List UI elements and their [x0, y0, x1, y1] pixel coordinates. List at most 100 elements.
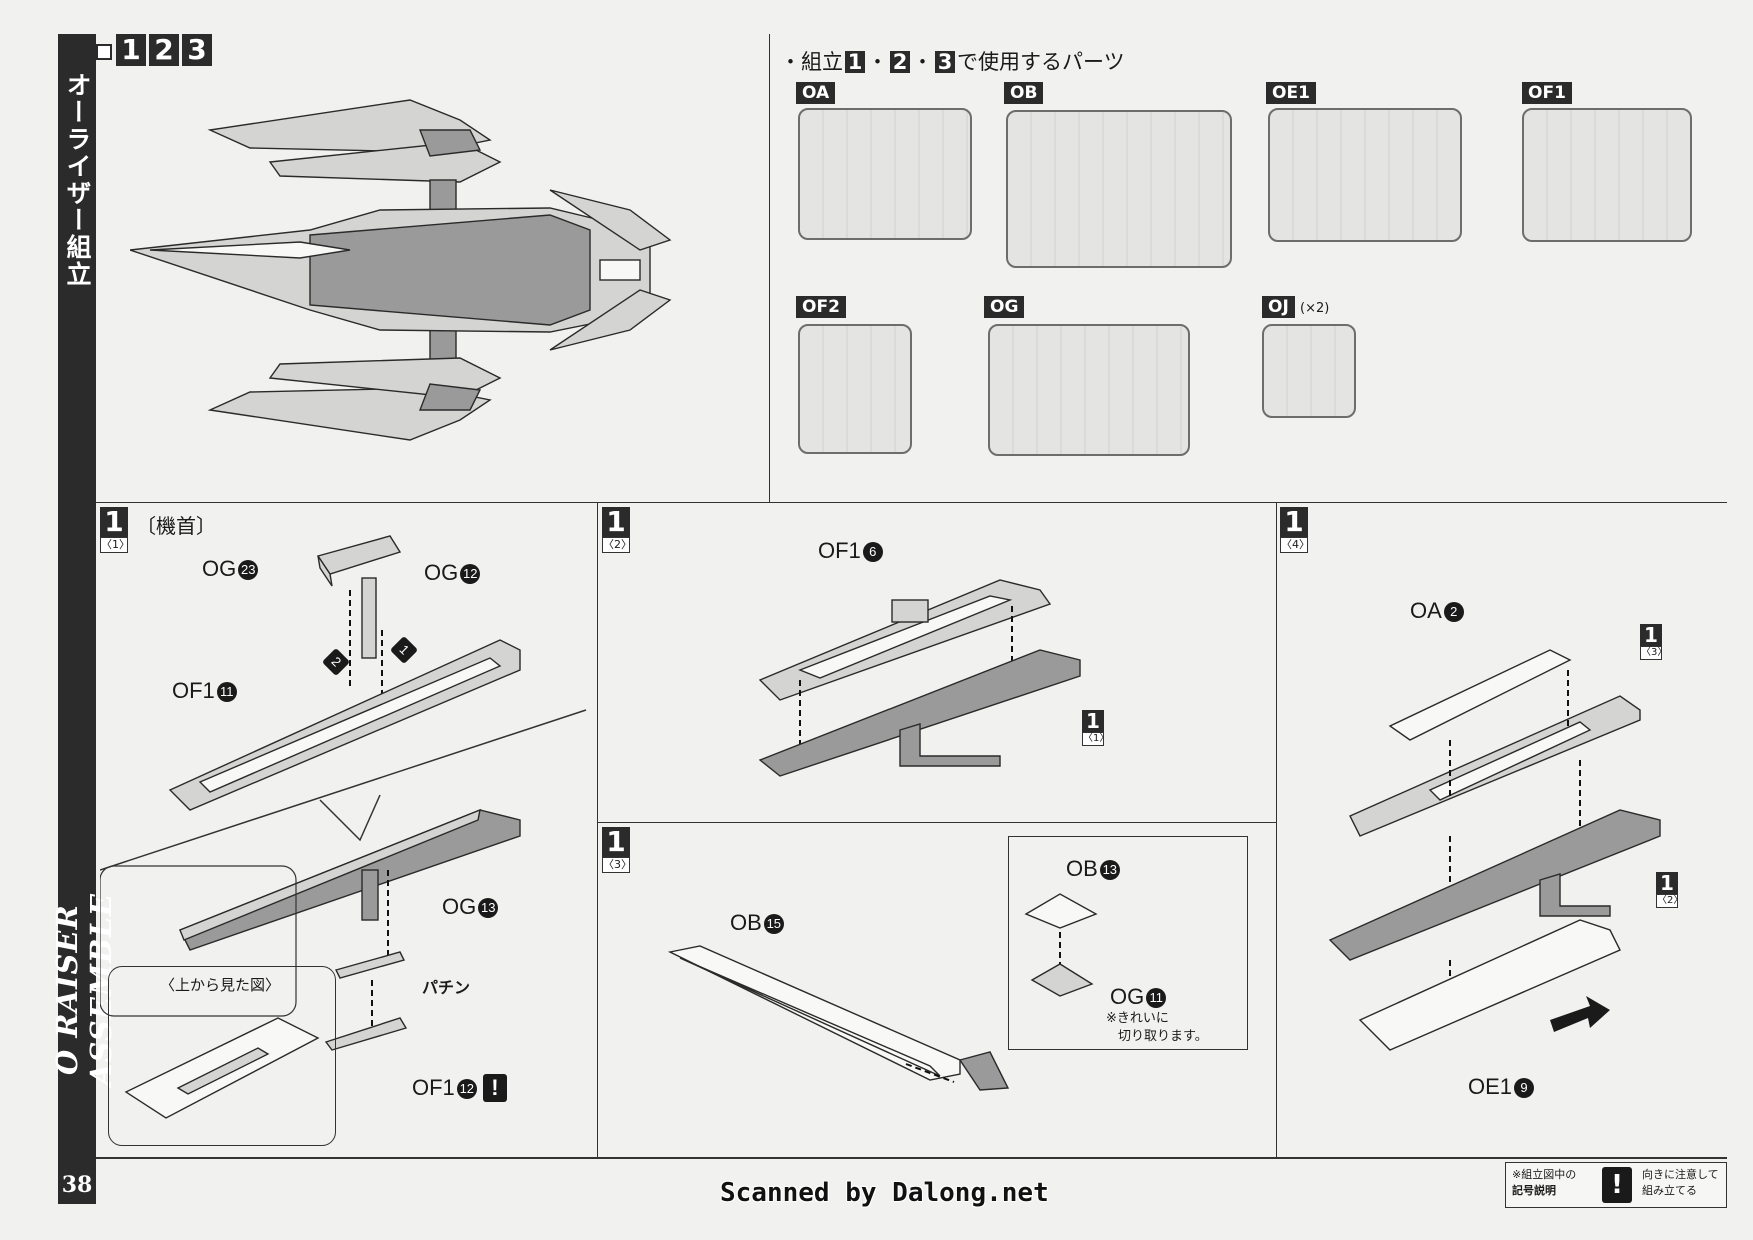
parts-heading-sep-1: ・	[867, 50, 888, 74]
ref-step-number: 1	[1640, 624, 1662, 646]
scan-credit: Scanned by Dalong.net	[720, 1178, 1049, 1208]
legend-meaning: 向きに注意して 組み立てる	[1642, 1167, 1719, 1199]
legend-warning-icon: !	[1602, 1167, 1632, 1203]
part-code: OG	[424, 560, 459, 585]
parts-heading-prefix: ・組立	[780, 50, 843, 74]
part-code: OG	[202, 556, 237, 581]
step-number: 1	[1280, 507, 1308, 537]
runner-tag-oj: OJ	[1262, 296, 1295, 318]
page-number: 38	[61, 1172, 93, 1198]
bullet-square-icon	[96, 44, 112, 60]
ref-step-number: 1	[1082, 710, 1104, 732]
part-code: OB	[1066, 856, 1098, 881]
step-1-1-illustration	[100, 535, 587, 1051]
top-view-inset-caption: 〈上から見た図〉	[160, 977, 281, 994]
parts-heading-sep-2: ・	[912, 50, 933, 74]
part-code: OF1	[818, 538, 861, 563]
part-number: 13	[478, 898, 499, 918]
step-1-4-panel	[1276, 502, 1727, 1158]
step-index-2: 2	[149, 34, 179, 66]
clean-cut-note-2: 切り取ります。	[1118, 1029, 1208, 1044]
part-number: 6	[862, 542, 883, 562]
runner-tag-of2: OF2	[796, 296, 846, 318]
top-view-illustration	[124, 1017, 320, 1119]
runner-oj-quantity: (×2)	[1300, 301, 1330, 316]
section-title: オーライザー組立	[63, 72, 92, 288]
parts-heading-step-3: 3	[935, 51, 955, 73]
legend-caption-line-2: 記号説明	[1512, 1184, 1556, 1197]
step-1-1-caption: 〔機首〕	[136, 516, 216, 538]
overview-panel	[96, 34, 770, 502]
step-number: 1	[602, 507, 630, 537]
step-1-3-badge: 1 〈3〉	[602, 827, 632, 873]
step-1-3-illustration	[667, 945, 1010, 1091]
runner-oj	[1262, 324, 1356, 418]
step-sub: 〈3〉	[602, 857, 632, 873]
ref-step-sub: 〈1〉	[1082, 732, 1110, 746]
step-1-1-badge: 1 〈1〉	[100, 507, 130, 553]
step-number: 1	[100, 507, 128, 537]
part-number: 11	[216, 682, 237, 702]
bottom-rule	[96, 1157, 1727, 1159]
legend-meaning-line-2: 組み立てる	[1642, 1184, 1697, 1197]
part-code: OG	[442, 894, 477, 919]
step-1-3-detail-inset	[1008, 836, 1248, 1050]
section-english-title: O RAISER ASSEMBLE	[50, 893, 118, 1087]
runner-tag-of1: OF1	[1522, 82, 1572, 104]
step-1-4-illustration	[1328, 649, 1661, 1051]
runner-og	[988, 324, 1190, 456]
part-number: 13	[1099, 860, 1120, 880]
step-1-3-detail-illustration	[1024, 893, 1098, 997]
step-index-1: 1	[116, 34, 146, 66]
runner-oa	[798, 108, 972, 240]
part-code: OF1	[172, 678, 215, 703]
step-sub: 〈4〉	[1280, 537, 1310, 553]
step-number: 1	[602, 827, 630, 857]
part-number: 12	[460, 564, 481, 584]
part-number: 15	[763, 914, 784, 934]
snap-sound-text: パチン	[422, 980, 471, 997]
runner-tag-ob: OB	[1004, 82, 1044, 104]
sidebar	[58, 34, 96, 1204]
top-view-inset	[108, 966, 336, 1146]
parts-heading-step-1: 1	[845, 51, 865, 73]
parts-heading-suffix: で使用するパーツ	[957, 50, 1125, 74]
part-number: 23	[238, 560, 259, 580]
o-raiser-overview-illustration	[130, 99, 672, 441]
legend-caption: ※組立図中の 記号説明	[1512, 1167, 1576, 1199]
step-1-2-illustration	[758, 579, 1081, 777]
symbol-legend: ※組立図中の 記号説明 ! 向きに注意して 組み立てる	[1505, 1162, 1727, 1208]
runner-tag-oa: OA	[796, 82, 836, 104]
part-number: 9	[1514, 1078, 1535, 1098]
runner-ob	[1006, 110, 1232, 268]
runner-of2	[798, 324, 912, 454]
step-index: 1 2 3	[96, 34, 215, 68]
part-code: OG	[1110, 984, 1145, 1009]
runner-of1	[1522, 108, 1692, 242]
step-1-4-ref-mid: 1 〈2〉	[1656, 872, 1683, 908]
step-1-2-badge: 1 〈2〉	[602, 507, 632, 553]
legend-meaning-line-1: 向きに注意して	[1642, 1168, 1719, 1181]
runner-tag-oe1: OE1	[1266, 82, 1316, 104]
part-code: OE1	[1468, 1074, 1513, 1099]
part-number: 11	[1146, 988, 1167, 1008]
legend-caption-line-1: ※組立図中の	[1512, 1168, 1577, 1181]
parts-panel	[770, 34, 1727, 502]
step-1-2-ref: 1 〈1〉	[1082, 710, 1110, 746]
ref-step-number: 1	[1656, 872, 1678, 894]
step-index-3: 3	[182, 34, 212, 66]
part-code: OF1	[412, 1075, 455, 1100]
step-1-4-ref-top: 1 〈3〉	[1640, 624, 1667, 660]
orientation-warning-icon: !	[482, 1074, 507, 1102]
runner-oe1	[1268, 108, 1462, 242]
